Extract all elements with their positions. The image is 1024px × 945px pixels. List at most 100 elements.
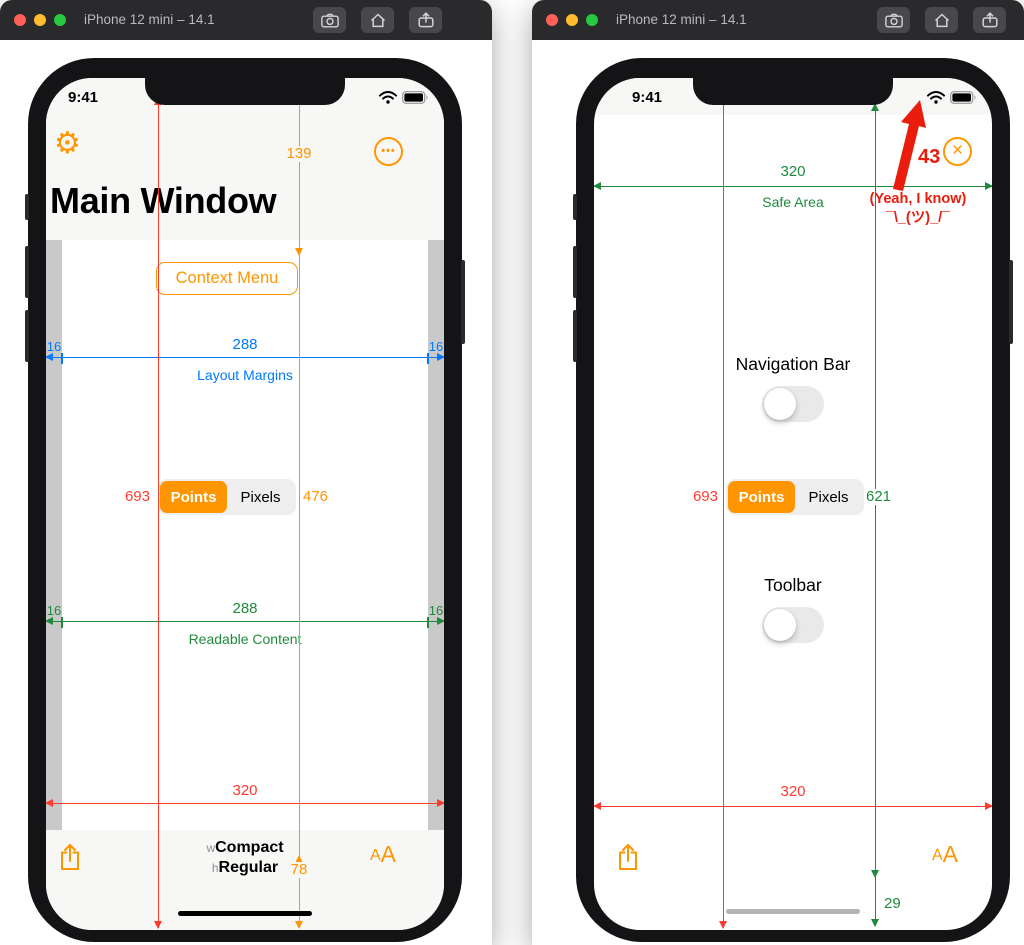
notch: [693, 78, 893, 105]
save-screen-button[interactable]: [973, 7, 1006, 33]
text-size-large-a: A: [380, 841, 397, 867]
minimize-window-button[interactable]: [34, 14, 46, 26]
fullscreen-window-button[interactable]: [586, 14, 598, 26]
screen-width-value: 320: [780, 783, 806, 800]
height-points-value: 693: [692, 488, 718, 505]
titlebar-buttons: [313, 7, 442, 33]
layout-margins-measure-line: [46, 352, 444, 364]
volume-down-button: [25, 310, 29, 362]
segment-pixels[interactable]: Pixels: [808, 488, 849, 506]
screen-width-value: 320: [232, 782, 258, 799]
layout-margin-left-value: 16: [46, 339, 62, 354]
window-title: iPhone 12 mini – 14.1: [84, 12, 215, 27]
height-points-value: 693: [124, 488, 150, 505]
share-button[interactable]: [616, 842, 640, 875]
close-window-button[interactable]: [14, 14, 26, 26]
text-size-large-a: A: [942, 841, 959, 867]
layout-margin-width-value: 288: [232, 336, 258, 353]
toolbar-label: Toolbar: [764, 575, 822, 595]
home-icon: [370, 12, 386, 28]
close-overlay-button[interactable]: ×: [943, 137, 972, 166]
home-indicator[interactable]: [178, 911, 312, 916]
titlebar-buttons: [877, 7, 1006, 33]
segment-points[interactable]: Points: [160, 481, 227, 513]
readable-content-caption: Readable Content: [188, 631, 302, 647]
titlebar[interactable]: iPhone 12 mini – 14.1: [532, 0, 1024, 40]
fullscreen-window-button[interactable]: [54, 14, 66, 26]
h-prefix: h: [211, 861, 219, 875]
iphone-device-frame: ⚙ ••• Main Window Context Menu 16 288 16…: [25, 58, 465, 942]
volume-up-button: [25, 246, 29, 298]
titlebar[interactable]: iPhone 12 mini – 14.1: [0, 0, 492, 40]
right-margin-strip: [428, 240, 444, 830]
battery-icon: [950, 91, 977, 109]
wifi-icon: [927, 90, 945, 109]
more-options-button[interactable]: •••: [374, 137, 403, 166]
text-size-small-a: A: [932, 847, 943, 864]
readable-width-value: 288: [232, 600, 258, 617]
width-size-class: wCompact: [145, 838, 345, 858]
text-size-small-a: A: [370, 847, 381, 864]
w-prefix: w: [206, 841, 216, 855]
settings-gear-icon[interactable]: ⚙: [54, 127, 81, 160]
share-button[interactable]: [58, 842, 82, 875]
layout-margins-caption: Layout Margins: [197, 367, 293, 383]
close-icon: ×: [951, 140, 964, 161]
status-icons: [379, 90, 429, 109]
notch-inset-value: 43: [918, 146, 941, 168]
home-indicator[interactable]: [726, 909, 860, 914]
segment-points[interactable]: Points: [728, 481, 795, 513]
ellipsis-icon: •••: [381, 145, 396, 157]
layout-margin-right-value: 16: [428, 339, 444, 354]
camera-icon: [884, 13, 903, 28]
battery-icon: [402, 91, 429, 109]
context-menu-button[interactable]: Context Menu: [156, 262, 298, 295]
top-bar-height-value: 139: [283, 146, 315, 162]
volume-down-button: [573, 310, 577, 362]
notch: [145, 78, 345, 105]
toggle-knob: [764, 388, 796, 420]
screenshot-button[interactable]: [877, 7, 910, 33]
power-button: [1009, 260, 1013, 344]
w-value: Compact: [215, 839, 284, 856]
home-icon: [934, 12, 950, 28]
iphone-screen-bars-hidden: 320 Safe Area 43 (Yeah, I know) ¯\_(ツ)_/…: [594, 78, 992, 930]
height-size-class: hRegular: [145, 858, 345, 878]
share-square-icon: [417, 12, 434, 28]
camera-icon: [320, 13, 339, 28]
simulator-window-left: iPhone 12 mini – 14.1 ⚙: [0, 0, 492, 945]
home-button[interactable]: [925, 7, 958, 33]
navigation-bar-toggle[interactable]: [762, 386, 824, 422]
save-screen-button[interactable]: [409, 7, 442, 33]
screen-height-measure-line: [719, 97, 728, 929]
screen-width-measure-line: [594, 802, 992, 811]
screen-height-measure-line: [154, 97, 163, 929]
left-margin-strip: [46, 240, 62, 830]
readable-content-measure-line: [46, 616, 444, 628]
share-icon: [616, 844, 640, 875]
iphone-screen-main-window: ⚙ ••• Main Window Context Menu 16 288 16…: [46, 78, 444, 930]
home-button[interactable]: [361, 7, 394, 33]
volume-up-button: [573, 246, 577, 298]
wifi-icon: [379, 90, 397, 109]
window-title: iPhone 12 mini – 14.1: [616, 12, 747, 27]
page-title: Main Window: [50, 180, 277, 221]
close-window-button[interactable]: [546, 14, 558, 26]
readable-left-value: 16: [46, 603, 62, 618]
share-square-icon: [981, 12, 998, 28]
bottom-bar-height-value: 78: [287, 862, 311, 878]
toolbar-toggle[interactable]: [762, 607, 824, 643]
segment-pixels[interactable]: Pixels: [240, 488, 281, 506]
safe-height-measure-line: [871, 103, 880, 927]
units-segmented-control[interactable]: Points Pixels: [726, 479, 864, 515]
content-height-measure-line: [295, 97, 304, 929]
screenshot-button[interactable]: [313, 7, 346, 33]
content-height-value: 476: [303, 488, 329, 505]
bottom-inset-value: 29: [882, 895, 903, 912]
units-segmented-control[interactable]: Points Pixels: [158, 479, 296, 515]
power-button: [461, 260, 465, 344]
status-time: 9:41: [68, 89, 99, 106]
minimize-window-button[interactable]: [566, 14, 578, 26]
